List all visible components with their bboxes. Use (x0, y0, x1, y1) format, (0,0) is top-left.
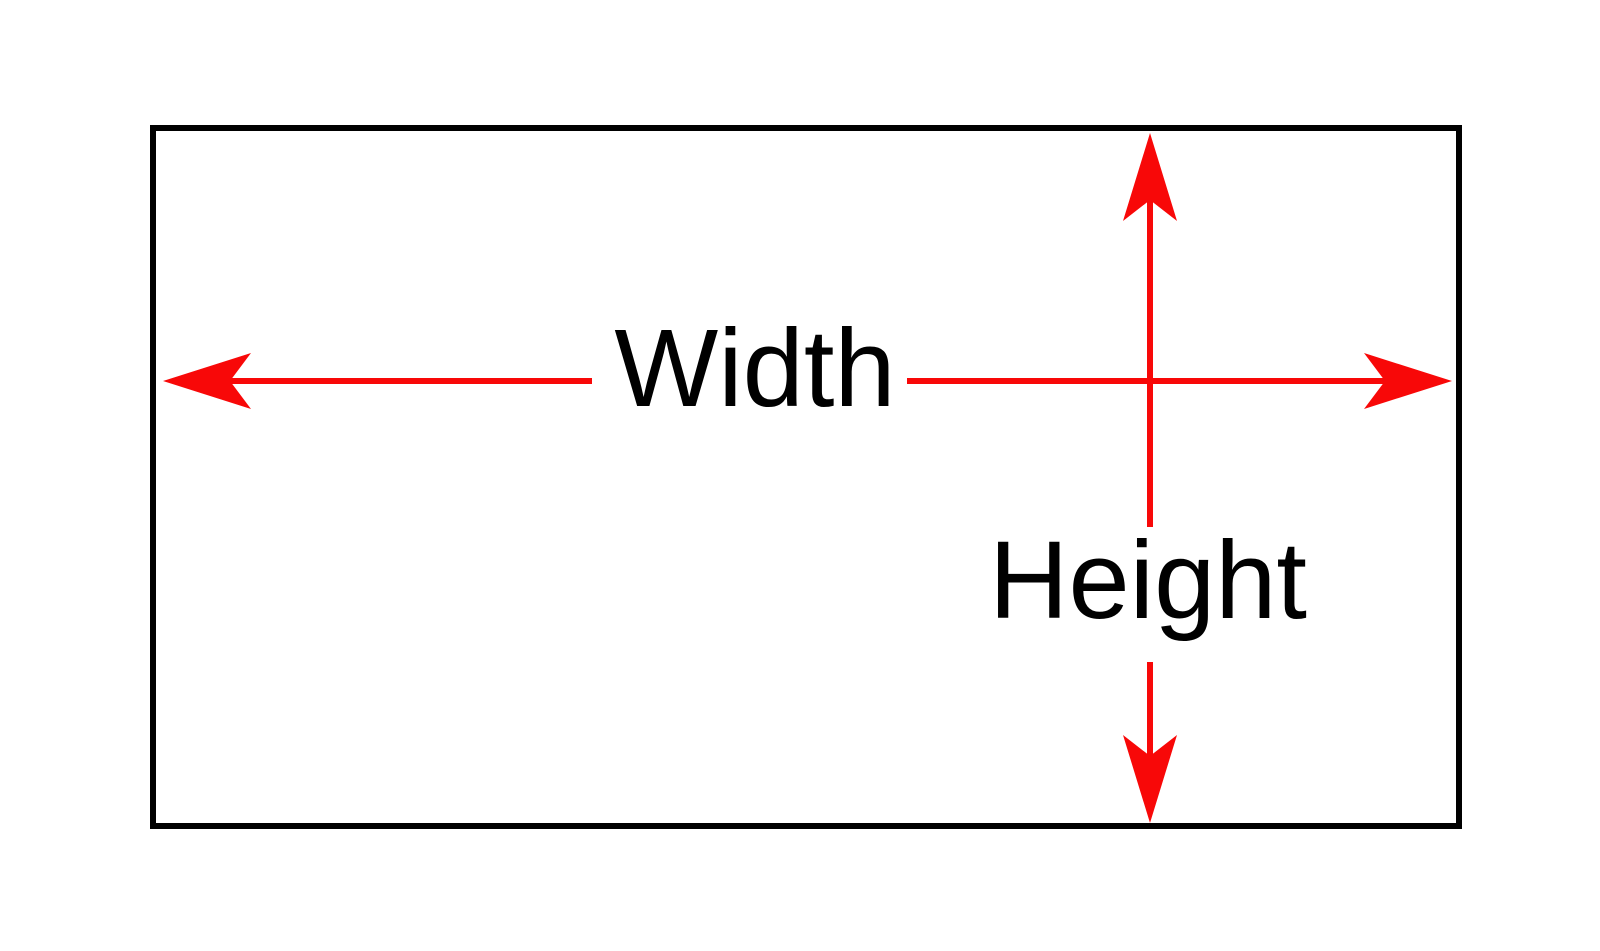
width-arrowhead-right-icon (1364, 353, 1452, 409)
height-label: Height (989, 519, 1307, 642)
height-arrowhead-top-icon (1123, 133, 1177, 221)
height-double-arrow-icon (1123, 133, 1177, 823)
width-label: Width (614, 307, 896, 430)
rectangle-outline (150, 125, 1462, 829)
width-arrowhead-left-icon (163, 353, 251, 409)
height-arrowhead-bottom-icon (1123, 735, 1177, 823)
width-double-arrow-icon (163, 353, 1452, 409)
